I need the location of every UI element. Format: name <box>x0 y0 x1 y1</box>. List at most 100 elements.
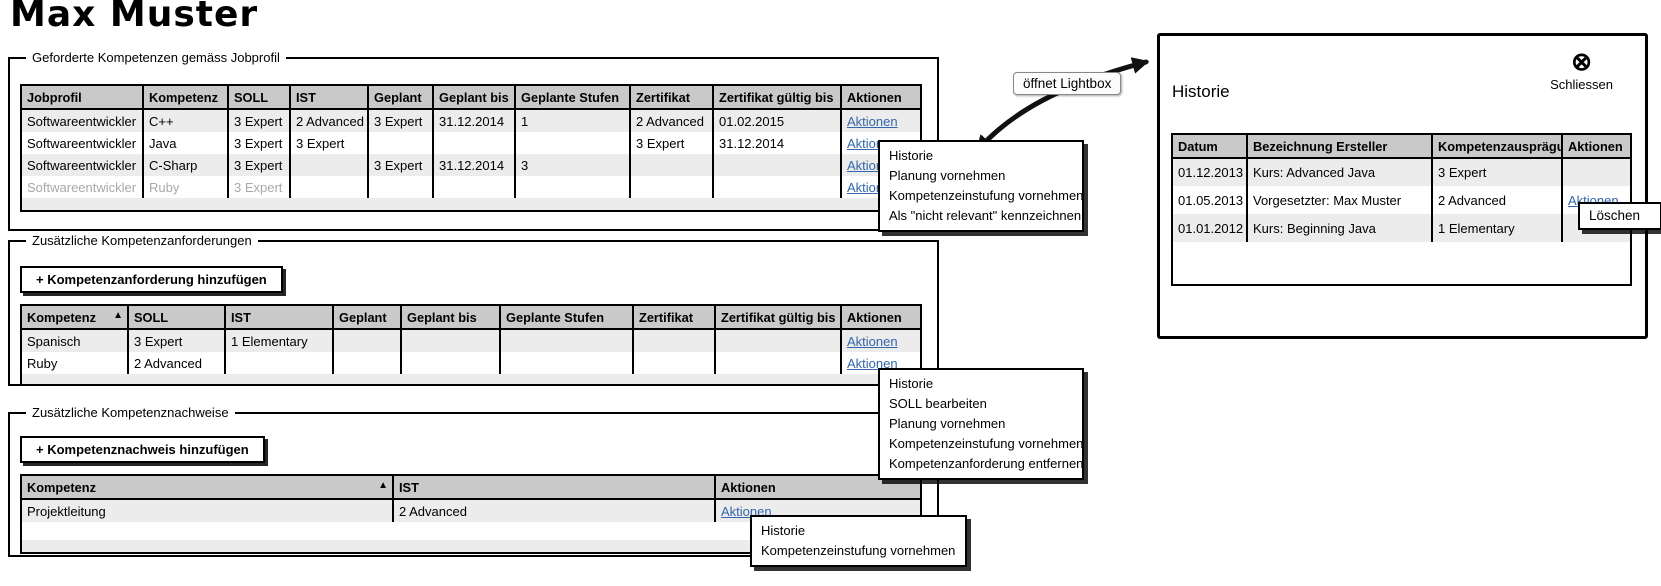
table-cell: Softwareentwickler <box>21 154 143 176</box>
table-cell: 01.01.2012 <box>1172 214 1247 242</box>
aktionen-link[interactable]: Aktionen <box>721 503 772 519</box>
table-cell <box>514 176 630 198</box>
table-row: 01.12.2013 Kurs: Advanced Java 3 Expert <box>1172 158 1631 186</box>
table-cell <box>714 329 841 352</box>
menu-item-soll-bearbeiten[interactable]: SOLL bearbeiten <box>889 396 987 411</box>
menu-item-kompetenzeinstufung[interactable]: Kompetenzeinstufung vornehmen <box>889 436 1084 451</box>
table-cell: 3 Expert <box>227 132 290 154</box>
table-header-row: Kompetenz▲ SOLL IST Geplant Geplant bis … <box>21 305 921 330</box>
context-menu-kompetenzanforderungen: Historie SOLL bearbeiten Planung vornehm… <box>878 368 1084 480</box>
col-kompetenz-sortable[interactable]: Kompetenz▲ <box>21 305 128 330</box>
table-cell: Java <box>142 132 228 154</box>
col-zertifikat-gueltig: Zertifikat gültig bis <box>714 305 841 330</box>
col-geplant: Geplant <box>332 305 401 330</box>
table-cell: Spanisch <box>21 329 128 352</box>
section-jobprofil: Geforderte Kompetenzen gemäss Jobprofil … <box>8 50 939 231</box>
table-cell: 3 Expert <box>289 132 368 154</box>
col-kompetenz-sortable[interactable]: Kompetenz▲ <box>21 475 393 500</box>
historie-table: Datum Bezeichnung Ersteller Kompetenzaus… <box>1171 133 1632 286</box>
col-datum: Datum <box>1172 134 1247 159</box>
aktionen-link[interactable]: Aktionen <box>847 355 898 371</box>
menu-item-kompetenzeinstufung[interactable]: Kompetenzeinstufung vornehmen <box>761 543 956 558</box>
table-filler-row <box>1172 242 1631 285</box>
menu-item-nicht-relevant[interactable]: Als "nicht relevant" kennzeichnen <box>889 208 1082 223</box>
table-cell <box>400 352 500 374</box>
menu-item-historie[interactable]: Historie <box>761 523 806 538</box>
aktionen-link[interactable]: Aktionen <box>847 333 898 349</box>
table-row: Softwareentwickler C++ 3 Expert 2 Advanc… <box>21 109 921 132</box>
jobprofil-table: Jobprofil Kompetenz SOLL IST Geplant Gep… <box>20 84 922 212</box>
table-cell <box>400 329 500 352</box>
add-kompetenznachweis-button[interactable]: + Kompetenznachweis hinzufügen <box>20 436 265 463</box>
col-zertifikat: Zertifikat <box>632 305 715 330</box>
table-cell: 3 Expert <box>227 176 290 198</box>
historie-lightbox: Historie ⊗ Schliessen Datum Bezeichnung … <box>1157 33 1648 339</box>
table-cell: 01.12.2013 <box>1172 158 1247 186</box>
table-filler-row <box>21 522 921 540</box>
table-row: Softwareentwickler C-Sharp 3 Expert 3 Ex… <box>21 154 921 176</box>
col-soll: SOLL <box>227 85 290 110</box>
table-cell: 01.05.2013 <box>1172 186 1247 214</box>
table-cell <box>1561 158 1631 186</box>
menu-item-loeschen[interactable]: Löschen <box>1589 208 1641 223</box>
table-row: Spanisch 3 Expert 1 Elementary Aktionen <box>21 329 921 352</box>
col-aktionen: Aktionen <box>1561 134 1631 159</box>
table-cell: 1 Elementary <box>224 329 333 352</box>
col-soll: SOLL <box>127 305 225 330</box>
table-cell: 3 Expert <box>227 109 290 132</box>
kompetenznachweise-table: Kompetenz▲ IST Aktionen Projektleitung 2… <box>20 474 922 554</box>
table-cell: Kurs: Beginning Java <box>1246 214 1432 242</box>
close-button[interactable]: ⊗ Schliessen <box>1550 48 1613 93</box>
table-cell: Ruby <box>142 176 228 198</box>
table-header-row: Kompetenz▲ IST Aktionen <box>21 475 921 500</box>
table-cell <box>712 154 841 176</box>
table-cell: Ruby <box>21 352 128 374</box>
table-cell: 3 Expert <box>367 154 433 176</box>
col-ist: IST <box>224 305 333 330</box>
table-row: 01.01.2012 Kurs: Beginning Java 1 Elemen… <box>1172 214 1631 242</box>
table-cell: 3 Expert <box>227 154 290 176</box>
table-cell: 01.02.2015 <box>712 109 841 132</box>
table-cell: Kurs: Advanced Java <box>1246 158 1432 186</box>
add-kompetenzanforderung-button[interactable]: + Kompetenzanforderung hinzufügen <box>20 266 283 293</box>
table-row: 01.05.2013 Vorgesetzter: Max Muster 2 Ad… <box>1172 186 1631 214</box>
table-cell: 31.12.2014 <box>712 132 841 154</box>
table-row-disabled: Softwareentwickler Ruby 3 Expert Aktione… <box>21 176 921 198</box>
table-cell <box>367 176 433 198</box>
table-cell: 1 <box>514 109 630 132</box>
menu-item-historie[interactable]: Historie <box>889 376 934 391</box>
aktionen-link[interactable]: Aktionen <box>847 113 898 129</box>
table-cell <box>514 132 630 154</box>
table-cell: Softwareentwickler <box>21 109 143 132</box>
col-zertifikat-gueltig: Zertifikat gültig bis <box>712 85 841 110</box>
col-geplante-stufen: Geplante Stufen <box>514 85 630 110</box>
menu-item-planung[interactable]: Planung vornehmen <box>889 416 1006 431</box>
table-filler-row <box>21 198 921 211</box>
table-cell-aktionen: Aktionen <box>840 109 921 132</box>
table-cell: 3 Expert <box>367 109 433 132</box>
page-title: Max Muster <box>10 0 259 35</box>
context-menu-kompetenznachweise: Historie Kompetenzeinstufung vornehmen <box>750 515 967 567</box>
table-cell: 31.12.2014 <box>432 154 515 176</box>
table-cell <box>629 154 713 176</box>
sort-asc-icon: ▲ <box>113 310 123 321</box>
table-cell <box>629 176 713 198</box>
table-cell: 3 Expert <box>629 132 713 154</box>
table-cell <box>714 352 841 374</box>
table-cell <box>432 176 515 198</box>
menu-item-kompetenzeinstufung[interactable]: Kompetenzeinstufung vornehmen <box>889 188 1084 203</box>
menu-item-historie[interactable]: Historie <box>889 148 934 163</box>
table-filler-row <box>21 540 921 553</box>
table-cell: 3 <box>514 154 630 176</box>
table-cell: Vorgesetzter: Max Muster <box>1246 186 1432 214</box>
table-cell: Softwareentwickler <box>21 132 143 154</box>
close-label: Schliessen <box>1550 77 1613 92</box>
table-row: Softwareentwickler Java 3 Expert 3 Exper… <box>21 132 921 154</box>
table-row: Ruby 2 Advanced Aktionen <box>21 352 921 374</box>
menu-item-planung[interactable]: Planung vornehmen <box>889 168 1006 183</box>
col-geplant: Geplant <box>367 85 433 110</box>
col-zertifikat: Zertifikat <box>629 85 713 110</box>
menu-item-anforderung-entfernen[interactable]: Kompetenzanforderung entfernen <box>889 456 1084 471</box>
table-cell <box>332 352 401 374</box>
close-icon: ⊗ <box>1571 48 1593 76</box>
